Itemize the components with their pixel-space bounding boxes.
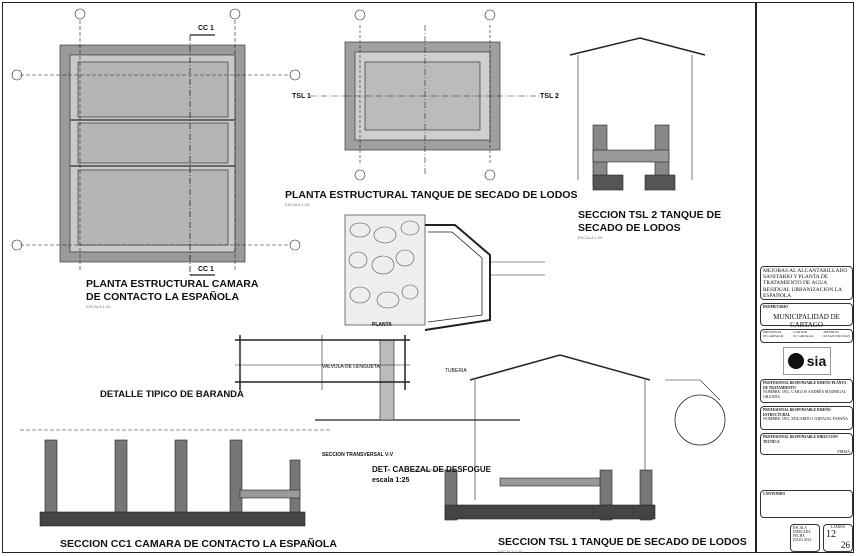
title-section-cc1: SECCION CC1 CAMARA DE CONTACTO LA ESPAÑO… [60, 538, 337, 550]
sheet-label: LÁMINA [830, 525, 846, 529]
plan-sludge-tank [310, 9, 540, 181]
label-plan: PLANTA [372, 322, 392, 328]
title-headwall-2: escala 1:25 [372, 477, 410, 484]
section-tsl2 [569, 37, 706, 191]
professional-plant-box: PROFESIONAL RESPONSABLE DISEÑO PLANTA DE… [760, 379, 853, 403]
content-box: CONTENIDO [760, 490, 853, 518]
professional-direction-box: PROFESIONAL RESPONSABLE DIRECCION TECNIC… [760, 433, 853, 455]
scale-label: ESCALA 1:25 [285, 202, 310, 207]
date-value: JULIO 2014 [793, 538, 812, 543]
scale-label: ESCALA 1:25 [578, 235, 603, 240]
section-cc1 [20, 429, 330, 527]
sheet-total: 26 [841, 540, 850, 550]
owner-name: MUNICIPALIDAD DE CARTAGO [773, 312, 840, 329]
scale-label: ESCALA [793, 526, 807, 530]
section-tsl1 [410, 354, 726, 521]
date-label: FECHA [793, 534, 805, 539]
title-section-tsl2-2: SECADO DE LODOS [578, 222, 681, 234]
province: 03 CARTAGO [763, 333, 784, 338]
drawing-canvas [11, 8, 726, 527]
canton-label: CANTON [793, 330, 808, 334]
title-plan-chamber-1: PLANTA ESTRUCTURAL CAMARA [86, 278, 259, 290]
canton: 01 CARTAGO [793, 333, 814, 338]
province-label: PROVINCIA [763, 330, 782, 334]
scale-label: ESCALA 1:25 [498, 549, 523, 554]
sheet-number: 12 [826, 529, 836, 540]
prof1-label: PROFESIONAL RESPONSABLE DISEÑO PLANTA DE… [763, 381, 846, 390]
title-plan-tank: PLANTA ESTRUCTURAL TANQUE DE SECADO DE L… [285, 189, 578, 201]
prof2-label: PROFESIONAL RESPONSABLE DISEÑO ESTRUCTUR… [763, 408, 831, 417]
title-section-tsl1: SECCION TSL 1 TANQUE DE SECADO DE LODOS [498, 536, 747, 548]
signature-label: FIRMA [837, 449, 850, 455]
scale-label: ESCALA 1:25 [86, 304, 111, 309]
title-section-vv: SECCION TRANSVERSAL V-V [322, 452, 394, 458]
outlet-headwall-detail [315, 214, 545, 421]
sheet-box: LÁMINA 12 26 [823, 524, 853, 552]
professional-structural-box: PROFESIONAL RESPONSABLE DISEÑO ESTRUCTUR… [760, 406, 853, 430]
content-label: CONTENIDO [763, 492, 786, 496]
scale-date-box: ESCALA INDICADA FECHA JULIO 2014 [790, 524, 820, 552]
label-pipe: TUBERIA [445, 368, 467, 374]
prof3-label: PROFESIONAL RESPONSABLE DIRECCION TECNIC… [763, 435, 838, 444]
railing-detail [235, 335, 410, 390]
district: 04 SAN NICOLAS [823, 333, 850, 338]
title-railing: DETALLE TIPICO DE BARANDA [100, 389, 244, 400]
title-block: MEJORAS AL ALCANTARILLADO SANITARIO Y PL… [755, 2, 854, 553]
label-valve: VALVULA DE LENGUETA [322, 364, 380, 370]
cut-label-cc1: CC 1 [198, 25, 214, 32]
title-plan-chamber-2: DE CONTACTO LA ESPAÑOLA [86, 291, 240, 303]
scale-value: INDICADA [793, 530, 811, 535]
prof2-name: NOMBRE: ING. EDUARDO CARVAJAL ESPAÑA [763, 416, 848, 422]
district-label: DISTRITO [823, 330, 839, 334]
title-section-tsl2-1: SECCION TSL 2 TANQUE DE [578, 209, 722, 221]
cut-label-cc1: CC 1 [198, 266, 214, 273]
project-name: MEJORAS AL ALCANTARILLADO SANITARIO Y PL… [760, 266, 853, 300]
globe-icon [787, 353, 804, 369]
cut-label-tsl1: TSL 1 [292, 93, 311, 100]
logo-text: sia [806, 353, 827, 369]
owner-box: PROPIETARIO MUNICIPALIDAD DE CARTAGO [760, 303, 853, 329]
plan-contact-chamber [11, 8, 301, 276]
cut-label-tsl2: TSL 2 [540, 93, 559, 100]
sia-logo: sia [783, 347, 831, 375]
title-headwall-1: DET- CABEZAL DE DESFOGUE [372, 465, 491, 474]
owner-label: PROPIETARIO [763, 305, 789, 309]
prof1-name: NOMBRE: ING. CARLOS ANDRÉS MADRIGAL GRAN… [763, 389, 847, 399]
